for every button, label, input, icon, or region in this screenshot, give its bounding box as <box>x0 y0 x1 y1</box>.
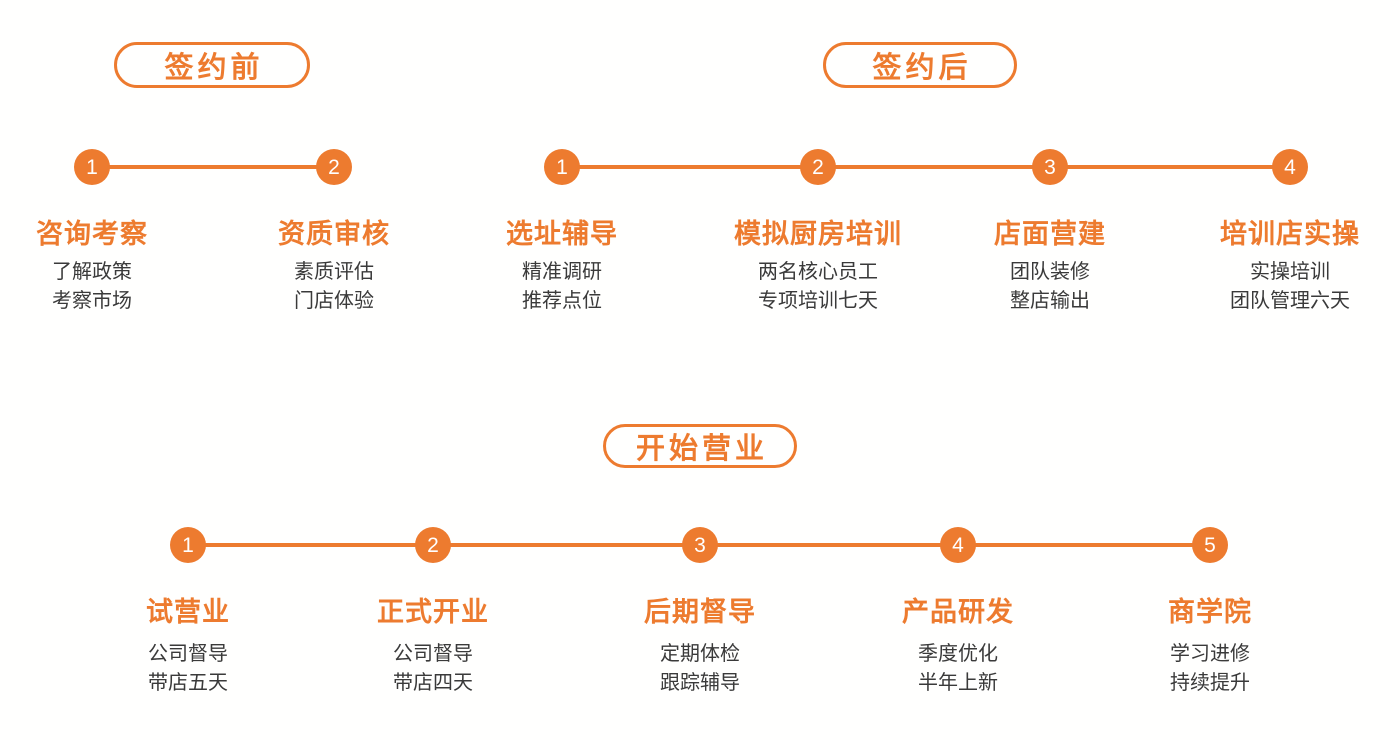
step-desc: 实操培训 团队管理六天 <box>1170 258 1400 316</box>
step-number-circle: 1 <box>170 527 206 563</box>
step-desc-line: 学习进修 <box>1170 643 1250 665</box>
step-title: 选址辅导 <box>506 219 618 249</box>
step-desc: 公司督导 带店四天 <box>313 640 553 698</box>
step-number-circle: 1 <box>74 149 110 185</box>
step-number-circle: 2 <box>316 149 352 185</box>
badge-pre-signing: 签约前 <box>114 42 310 88</box>
step-number-circle: 2 <box>800 149 836 185</box>
step-number: 2 <box>812 155 824 179</box>
step-desc-line: 团队管理六天 <box>1230 290 1350 312</box>
step-desc-line: 季度优化 <box>918 643 998 665</box>
step-title: 资质审核 <box>278 219 390 249</box>
step-desc-line: 带店四天 <box>393 672 473 694</box>
step-title: 咨询考察 <box>36 219 148 249</box>
step-number: 5 <box>1204 533 1216 557</box>
step-number-circle: 2 <box>415 527 451 563</box>
step-desc-line: 实操培训 <box>1250 261 1330 283</box>
step-title: 培训店实操 <box>1220 219 1360 249</box>
step-desc: 公司督导 带店五天 <box>68 640 308 698</box>
timeline-connector <box>562 165 1290 169</box>
step-desc-line: 公司督导 <box>148 643 228 665</box>
step-desc-line: 整店输出 <box>1010 290 1090 312</box>
step-number-circle: 3 <box>1032 149 1068 185</box>
step-desc-line: 推荐点位 <box>522 290 602 312</box>
badge-opening: 开始营业 <box>603 424 797 468</box>
step-desc-line: 跟踪辅导 <box>660 672 740 694</box>
step-number-circle: 4 <box>940 527 976 563</box>
step-title: 后期督导 <box>644 597 756 627</box>
step-number: 1 <box>556 155 568 179</box>
step-title: 产品研发 <box>902 597 1014 627</box>
step-number: 3 <box>1044 155 1056 179</box>
step-desc-line: 持续提升 <box>1170 672 1250 694</box>
step-desc-line: 门店体验 <box>294 290 374 312</box>
step-desc: 季度优化 半年上新 <box>838 640 1078 698</box>
step-desc-line: 素质评估 <box>294 261 374 283</box>
step-title: 模拟厨房培训 <box>734 219 902 249</box>
step-number-circle: 3 <box>682 527 718 563</box>
step-number: 4 <box>952 533 964 557</box>
step-desc-line: 公司督导 <box>393 643 473 665</box>
step-number: 2 <box>328 155 340 179</box>
step-desc: 团队装修 整店输出 <box>930 258 1170 316</box>
badge-post-signing: 签约后 <box>823 42 1017 88</box>
step-desc: 精准调研 推荐点位 <box>442 258 682 316</box>
step-desc: 素质评估 门店体验 <box>214 258 454 316</box>
step-desc-line: 了解政策 <box>52 261 132 283</box>
step-title: 正式开业 <box>377 597 489 627</box>
step-desc-line: 两名核心员工 <box>758 261 878 283</box>
step-number: 1 <box>182 533 194 557</box>
step-desc-line: 定期体检 <box>660 643 740 665</box>
step-desc-line: 考察市场 <box>52 290 132 312</box>
step-number: 2 <box>427 533 439 557</box>
step-desc: 两名核心员工 专项培训七天 <box>698 258 938 316</box>
step-number-circle: 5 <box>1192 527 1228 563</box>
step-desc-line: 专项培训七天 <box>758 290 878 312</box>
step-number-circle: 4 <box>1272 149 1308 185</box>
timeline-connector <box>92 165 334 169</box>
step-desc-line: 团队装修 <box>1010 261 1090 283</box>
step-desc-line: 精准调研 <box>522 261 602 283</box>
step-number: 1 <box>86 155 98 179</box>
step-number: 3 <box>694 533 706 557</box>
step-desc-line: 半年上新 <box>918 672 998 694</box>
step-desc: 定期体检 跟踪辅导 <box>580 640 820 698</box>
step-desc-line: 带店五天 <box>148 672 228 694</box>
step-desc: 学习进修 持续提升 <box>1090 640 1330 698</box>
step-title: 店面营建 <box>994 219 1106 249</box>
step-number-circle: 1 <box>544 149 580 185</box>
step-desc: 了解政策 考察市场 <box>0 258 212 316</box>
step-number: 4 <box>1284 155 1296 179</box>
step-title: 试营业 <box>146 597 230 627</box>
step-title: 商学院 <box>1168 597 1252 627</box>
